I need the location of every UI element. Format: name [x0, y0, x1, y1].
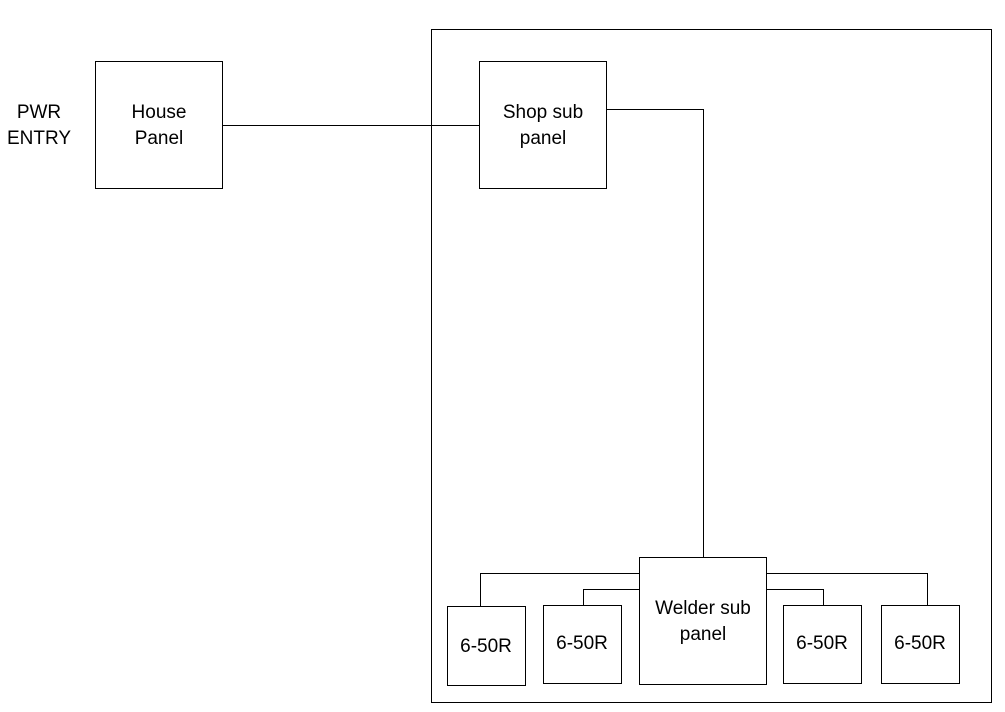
pwr-entry-line1: PWR — [17, 102, 61, 123]
wire-welder-to-receptacle-3 — [767, 589, 824, 605]
receptacle-2-box — [543, 605, 622, 684]
shop-sub-panel-box — [479, 61, 607, 189]
welder-sub-panel: Welder sub panel — [639, 557, 767, 685]
shop-sub-panel-line1: Shop sub — [503, 102, 583, 123]
shop-sub-panel-line2: panel — [520, 128, 567, 149]
receptacle-2-label: 6-50R — [556, 633, 608, 654]
shop-sub-panel: Shop sub panel — [479, 61, 607, 189]
receptacle-4-box — [881, 605, 960, 684]
wire-welder-to-receptacle-2 — [583, 589, 639, 605]
house-panel-line1: House — [132, 102, 187, 123]
welder-sub-panel-line1: Welder sub — [655, 598, 751, 619]
welder-sub-panel-box — [639, 557, 767, 685]
welder-sub-panel-line2: panel — [680, 624, 727, 645]
shop-enclosure — [431, 29, 992, 703]
receptacle-4-label: 6-50R — [894, 633, 946, 654]
wire-shop-to-welder — [607, 109, 704, 557]
receptacle-1: 6-50R — [447, 606, 526, 686]
receptacle-1-label: 6-50R — [460, 636, 512, 657]
receptacle-3-label: 6-50R — [796, 633, 848, 654]
house-panel-line2: Panel — [135, 128, 184, 149]
wire-welder-to-receptacle-4 — [767, 573, 928, 605]
receptacle-4: 6-50R — [881, 605, 960, 684]
house-panel: House Panel — [95, 61, 223, 189]
receptacle-2: 6-50R — [543, 605, 622, 684]
wire-welder-to-receptacle-1 — [480, 573, 639, 606]
receptacle-3: 6-50R — [783, 605, 862, 684]
house-panel-box — [95, 61, 223, 189]
receptacle-1-box — [447, 606, 526, 686]
pwr-entry-line2: ENTRY — [7, 128, 71, 149]
pwr-entry-label: PWR ENTRY — [7, 102, 71, 149]
receptacle-3-box — [783, 605, 862, 684]
